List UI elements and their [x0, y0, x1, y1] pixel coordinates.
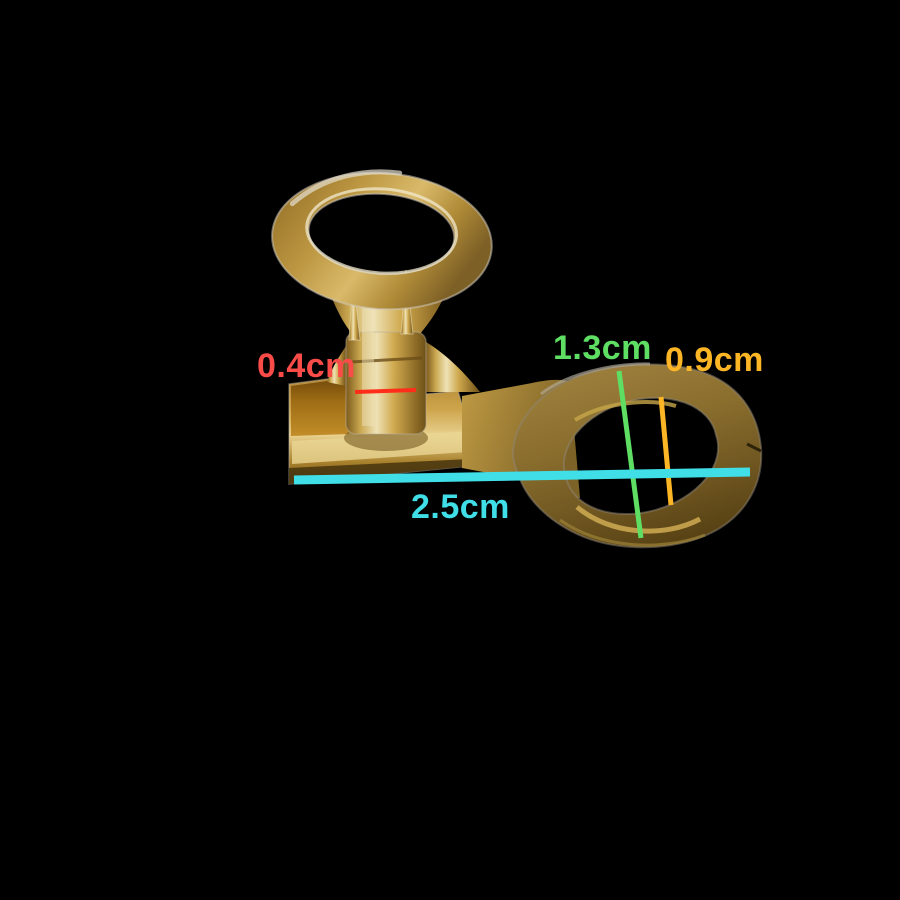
measure-label-1-3cm: 1.3cm — [553, 329, 652, 367]
measure-label-2-5cm: 2.5cm — [411, 488, 510, 526]
bracket-dark-ledge — [291, 378, 349, 436]
neck-flare-right — [426, 342, 480, 392]
flat-ring-notch — [746, 442, 762, 453]
top-ring-outer-top-glint — [289, 169, 403, 207]
barrel-cylinder — [345, 331, 427, 435]
flat-ring-inner-top-glint — [573, 400, 677, 422]
barrel-crease — [349, 356, 423, 364]
top-ring-inner-rim-glint — [305, 187, 459, 275]
flat-ring-top-rim-highlight — [540, 362, 651, 396]
flat-ring-outer-bottom-sheen — [559, 518, 706, 547]
measure-line-2-5cm — [293, 467, 751, 485]
neck-flare-left — [327, 346, 346, 386]
measure-label-0-4cm: 0.4cm — [257, 347, 356, 385]
crimp-tab-left — [348, 275, 361, 341]
top-ring — [271, 169, 493, 311]
measure-line-0-4cm — [354, 388, 417, 394]
measure-label-0-9cm: 0.9cm — [665, 341, 764, 379]
measurement-lines — [293, 370, 751, 539]
measure-line-1-3cm — [616, 370, 644, 539]
measure-line-0-9cm — [658, 396, 674, 506]
